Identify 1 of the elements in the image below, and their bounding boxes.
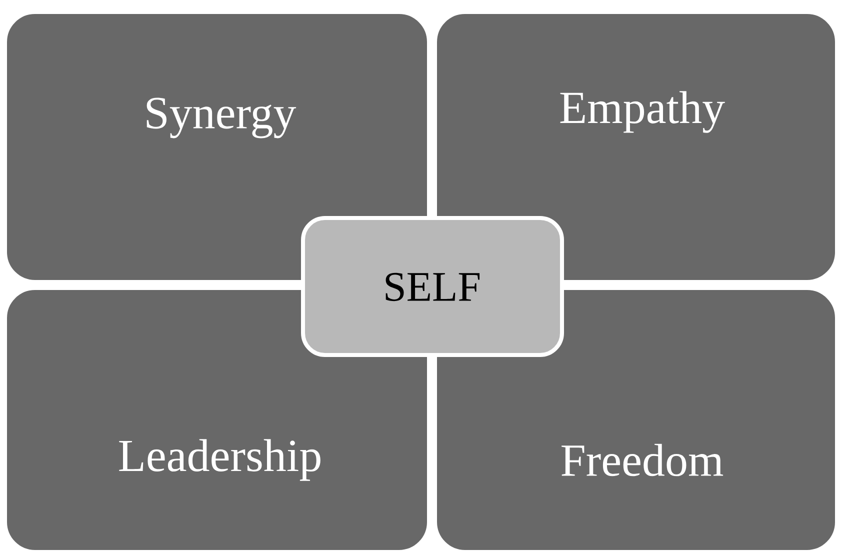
center-box: SELF — [301, 216, 564, 357]
